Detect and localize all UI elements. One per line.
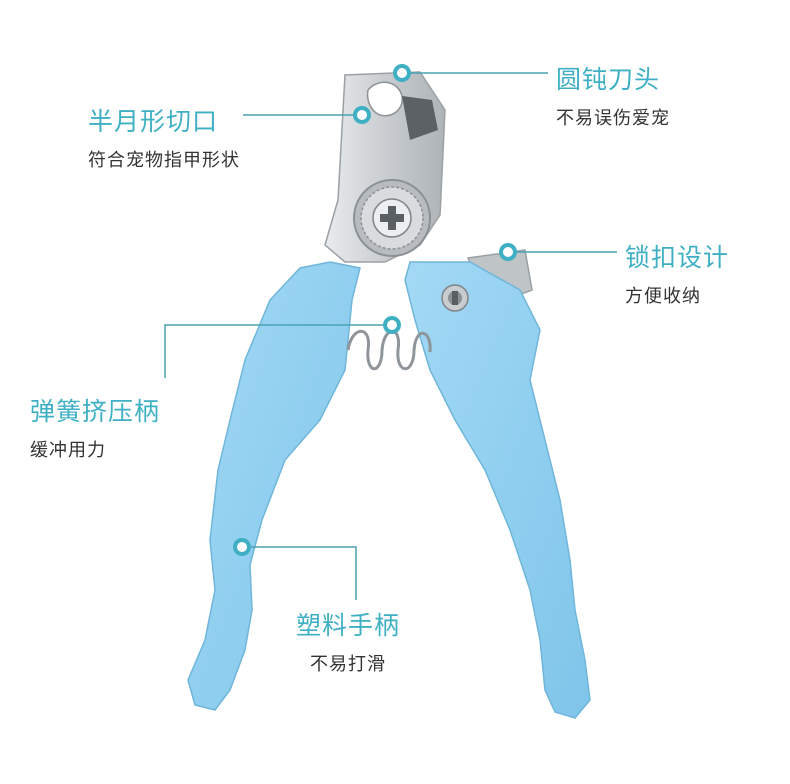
- callout-lines: [164, 72, 617, 600]
- lock-screw-icon: [441, 284, 469, 312]
- callout-half-moon-title: 半月形切口: [88, 107, 219, 136]
- callout-spring-subtitle: 缓冲用力: [30, 440, 106, 461]
- callout-half-moon-subtitle: 符合宠物指甲形状: [88, 150, 240, 171]
- callout-handle: 塑料手柄 不易打滑: [296, 606, 400, 676]
- pivot-screw-icon: [353, 179, 431, 257]
- callout-round-head-title: 圆钝刀头: [556, 65, 661, 94]
- callout-spring: 弹簧挤压柄 缓冲用力: [30, 392, 160, 462]
- callout-lock: 锁扣设计 方便收纳: [625, 238, 729, 308]
- left-handle: [187, 261, 361, 711]
- callout-round-head: 圆钝刀头 不易误伤爱宠: [556, 60, 670, 130]
- callout-dots: [233, 64, 517, 556]
- callout-lock-subtitle: 方便收纳: [625, 286, 701, 307]
- right-handle: [404, 261, 591, 719]
- spring-coil: [346, 329, 432, 371]
- callout-lock-title: 锁扣设计: [625, 243, 730, 272]
- callout-spring-title: 弹簧挤压柄: [30, 397, 161, 426]
- callout-half-moon: 半月形切口 符合宠物指甲形状: [88, 102, 240, 172]
- callout-round-head-subtitle: 不易误伤爱宠: [556, 108, 670, 129]
- callout-handle-title: 塑料手柄: [296, 611, 401, 640]
- callout-handle-subtitle: 不易打滑: [310, 654, 386, 675]
